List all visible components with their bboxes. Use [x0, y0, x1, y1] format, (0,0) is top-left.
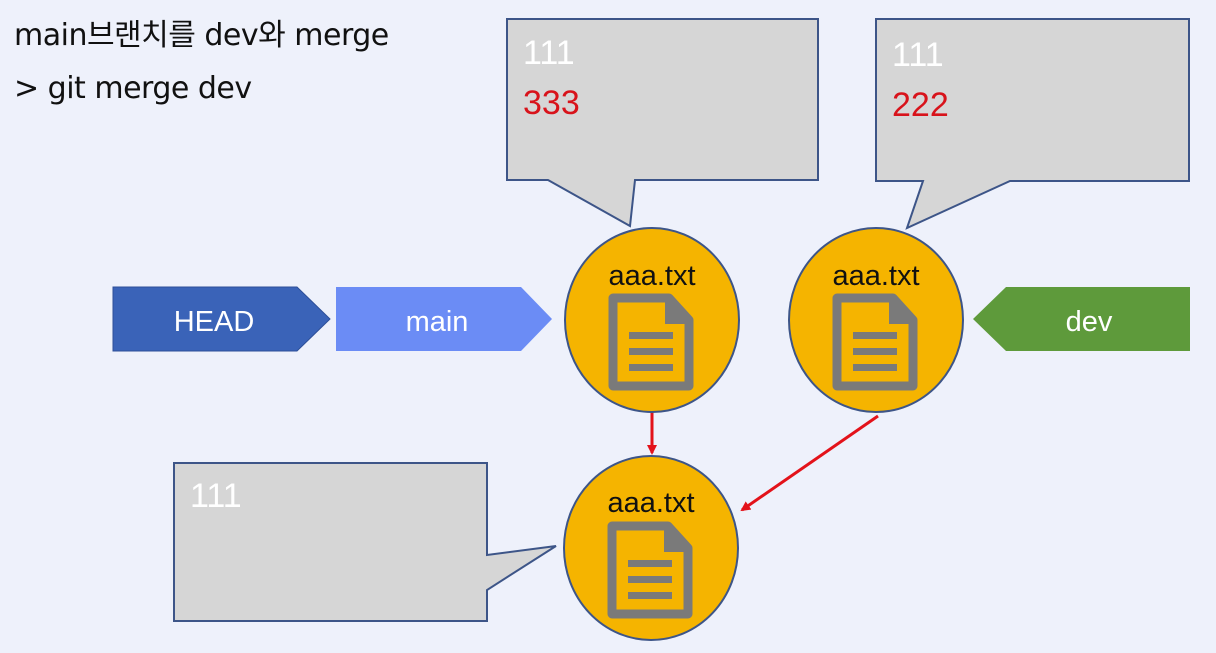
head-pointer: HEAD — [112, 286, 331, 352]
dev-content-line2: 222 — [892, 86, 949, 124]
merged-content-callout: 111 — [173, 462, 557, 622]
dev-file-node: aaa.txt — [788, 227, 964, 413]
main-content-line1: 111 — [523, 34, 575, 72]
slide-title: main브랜치를 dev와 merge — [14, 18, 389, 53]
dev-content-line1: 111 — [892, 36, 944, 74]
dev-content-callout: 111 222 — [875, 18, 1190, 230]
main-file-node: aaa.txt — [564, 227, 740, 413]
head-label: HEAD — [174, 306, 255, 338]
merge-arrow-from-dev — [740, 414, 879, 512]
merged-content-line1: 111 — [190, 477, 242, 515]
main-content-callout: 111 333 — [506, 18, 819, 228]
dev-label: dev — [1066, 306, 1113, 338]
main-label: main — [406, 306, 469, 338]
dev-file-name: aaa.txt — [832, 260, 919, 292]
merged-file-node: aaa.txt — [563, 455, 739, 641]
main-content-line2: 333 — [523, 84, 580, 122]
dev-branch-pointer: dev — [973, 287, 1190, 351]
main-file-name: aaa.txt — [608, 260, 695, 292]
merged-file-name: aaa.txt — [607, 487, 694, 519]
command-line: > git merge dev — [14, 71, 252, 106]
main-branch-pointer: main — [336, 287, 552, 351]
